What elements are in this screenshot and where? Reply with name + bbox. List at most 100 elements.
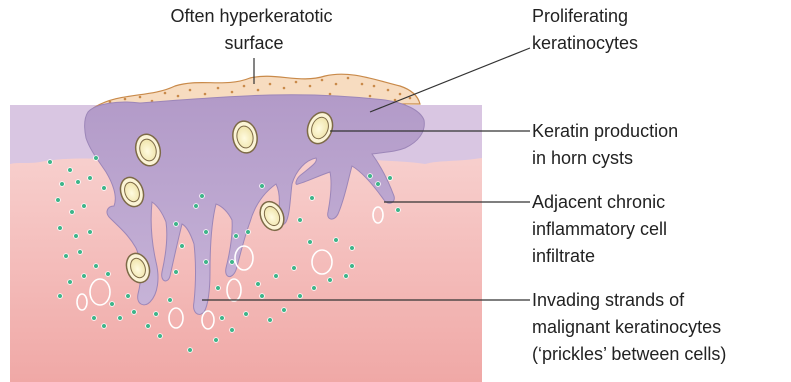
label-invading-line2: malignant keratinocytes xyxy=(532,317,721,337)
inflammatory-cell xyxy=(244,312,249,317)
inflammatory-cell xyxy=(78,250,83,255)
inflammatory-cell xyxy=(214,338,219,343)
inflammatory-cell xyxy=(216,286,221,291)
inflammatory-cell xyxy=(94,156,99,161)
inflammatory-cell xyxy=(310,196,315,201)
label-invading: Invading strands of malignant keratinocy… xyxy=(532,290,726,364)
keratin-fleck xyxy=(231,91,234,94)
keratin-fleck xyxy=(335,83,338,86)
label-proliferating-line1: Proliferating xyxy=(532,6,628,26)
inflammatory-cell xyxy=(82,204,87,209)
inflammatory-cell xyxy=(204,260,209,265)
inflammatory-cell xyxy=(94,264,99,269)
label-surface-line2: surface xyxy=(224,33,283,53)
inflammatory-cell xyxy=(88,230,93,235)
label-infiltrate-line1: Adjacent chronic xyxy=(532,192,665,212)
inflammatory-cell xyxy=(274,274,279,279)
inflammatory-cell xyxy=(376,182,381,187)
label-proliferating: Proliferating keratinocytes xyxy=(532,6,638,53)
inflammatory-cell xyxy=(68,168,73,173)
inflammatory-cell xyxy=(132,310,137,315)
inflammatory-cell xyxy=(256,282,261,287)
inflammatory-cell xyxy=(180,244,185,249)
keratin-fleck xyxy=(177,95,180,98)
inflammatory-cell xyxy=(246,230,251,235)
label-infiltrate-line3: infiltrate xyxy=(532,246,595,266)
keratin-fleck xyxy=(309,85,312,88)
inflammatory-cell xyxy=(282,308,287,313)
inflammatory-cell xyxy=(292,266,297,271)
inflammatory-cell xyxy=(268,318,273,323)
inflammatory-cell xyxy=(188,348,193,353)
inflammatory-cell xyxy=(74,234,79,239)
inflammatory-cell xyxy=(92,316,97,321)
keratin-fleck xyxy=(295,81,298,84)
inflammatory-cell xyxy=(350,246,355,251)
inflammatory-cell xyxy=(298,294,303,299)
keratin-fleck xyxy=(399,93,402,96)
inflammatory-cell xyxy=(154,312,159,317)
inflammatory-cell xyxy=(328,278,333,283)
inflammatory-cell xyxy=(344,274,349,279)
keratin-fleck xyxy=(283,87,286,90)
inflammatory-cell xyxy=(168,298,173,303)
inflammatory-cell xyxy=(88,176,93,181)
keratin-fleck xyxy=(139,96,142,99)
keratin-fleck xyxy=(361,83,364,86)
inflammatory-cell xyxy=(60,182,65,187)
label-keratin-line2: in horn cysts xyxy=(532,148,633,168)
keratin-fleck xyxy=(394,99,397,102)
inflammatory-cell xyxy=(174,270,179,275)
keratin-fleck xyxy=(347,77,350,80)
label-surface-line1: Often hyperkeratotic xyxy=(170,6,332,26)
label-surface: Often hyperkeratotic surface xyxy=(170,6,337,53)
inflammatory-cell xyxy=(388,176,393,181)
inflammatory-cell xyxy=(146,324,151,329)
inflammatory-cell xyxy=(126,294,131,299)
inflammatory-cell xyxy=(102,324,107,329)
inflammatory-cell xyxy=(308,240,313,245)
inflammatory-cell xyxy=(76,180,81,185)
inflammatory-cell xyxy=(118,316,123,321)
keratin-fleck xyxy=(321,79,324,82)
inflammatory-cell xyxy=(230,328,235,333)
inflammatory-cell xyxy=(82,274,87,279)
inflammatory-cell xyxy=(64,254,69,259)
inflammatory-cell xyxy=(102,186,107,191)
inflammatory-cell xyxy=(110,302,115,307)
label-keratin: Keratin production in horn cysts xyxy=(532,121,683,168)
label-infiltrate: Adjacent chronic inflammatory cell infil… xyxy=(532,192,672,266)
inflammatory-cell xyxy=(174,222,179,227)
inflammatory-cell xyxy=(68,280,73,285)
keratin-fleck xyxy=(243,85,246,88)
leader-line-proliferating xyxy=(370,48,530,112)
keratin-fleck xyxy=(217,87,220,90)
keratin-fleck xyxy=(124,98,127,101)
label-infiltrate-line2: inflammatory cell xyxy=(532,219,667,239)
label-proliferating-line2: keratinocytes xyxy=(532,33,638,53)
inflammatory-cell xyxy=(58,294,63,299)
inflammatory-cell xyxy=(194,204,199,209)
keratin-fleck xyxy=(204,93,207,96)
inflammatory-cell xyxy=(200,194,205,199)
label-invading-line3: (‘prickles’ between cells) xyxy=(532,344,726,364)
inflammatory-cell xyxy=(350,264,355,269)
inflammatory-cell xyxy=(260,184,265,189)
inflammatory-cell xyxy=(334,238,339,243)
inflammatory-cell xyxy=(234,234,239,239)
keratin-fleck xyxy=(387,89,390,92)
inflammatory-cell xyxy=(158,334,163,339)
inflammatory-cell xyxy=(204,230,209,235)
inflammatory-cell xyxy=(230,260,235,265)
inflammatory-cell xyxy=(396,208,401,213)
keratin-fleck xyxy=(189,89,192,92)
inflammatory-cell xyxy=(220,316,225,321)
inflammatory-cell xyxy=(106,272,111,277)
label-invading-line1: Invading strands of xyxy=(532,290,685,310)
inflammatory-cell xyxy=(312,286,317,291)
keratin-fleck xyxy=(409,97,412,100)
label-keratin-line1: Keratin production xyxy=(532,121,678,141)
inflammatory-cell xyxy=(58,226,63,231)
inflammatory-cell xyxy=(260,294,265,299)
